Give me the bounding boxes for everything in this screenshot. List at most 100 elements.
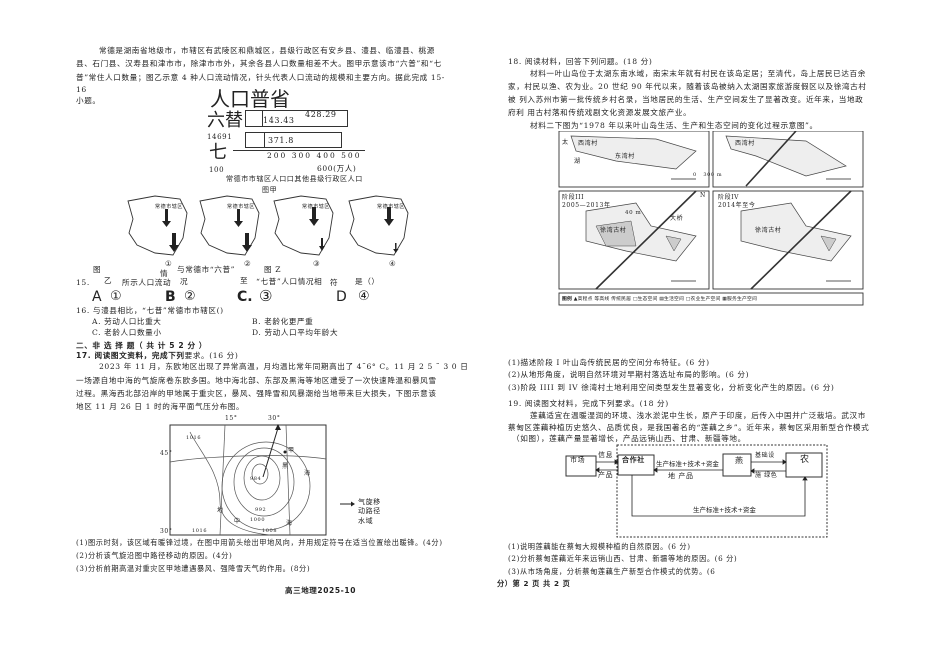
lake-label: 湖 (574, 158, 581, 165)
caption-part: 情 (160, 269, 169, 278)
village-label: 徐湾古村 (600, 227, 627, 234)
base-box: 燕 (735, 456, 744, 465)
q16-option-b[interactable]: B. 老龄化更严重 (252, 317, 314, 326)
bar-urban-7 (245, 132, 265, 148)
map-marker: ② (244, 259, 252, 268)
map-legend: 图例 ▲高程点 等高线 传统民居 □生态空间 ▤生活空间 □农业生产空间 ▦服务… (562, 296, 757, 302)
q18-text: 府利 用古村落和传统戏剧文化资源发展文旅产业。 (508, 108, 692, 117)
chart-legend: 常德市市辖区人口口其他县级行政区人口 (226, 175, 363, 183)
q19-text: 莲藕适宜在温暖湿润的环境、浅水淤泥中生长，原产于印度，后传入中国并广泛栽培。武汉… (530, 411, 866, 420)
map-label: 常德市辖区 (155, 204, 184, 210)
stage-years: 2005—2013年 (562, 202, 611, 209)
q18-text: 家，村民以渔、农为业。20 世纪 90 年代以来，随着该岛被纳入太湖国家旅游度假… (508, 82, 867, 91)
q15-text: “七普”人口情况相 (256, 277, 323, 286)
north-arrow-icon: N (700, 192, 706, 199)
arrow-label: 施 绿色 (755, 472, 778, 479)
place-label: 甲 (288, 447, 295, 454)
q17-question-1: (1)图示时刻，该区域有暖锋过境，在图中用箭头绘出甲地风向，并用规定符号在适当位… (76, 538, 443, 547)
caption-part: 乙 (104, 276, 113, 285)
caption-part: 图 Z (264, 265, 282, 274)
bridge-label: 大桥 (670, 215, 684, 222)
stage-years: 2014年至今 (718, 202, 756, 209)
village-label: 西湾村 (578, 140, 598, 147)
q19-question-2: (2)分析蔡甸莲藕近年来远销山西、甘肃、新疆等地的原因。(6 分) (508, 554, 738, 563)
q15-text: 所示人口流动 (122, 278, 172, 287)
bar-other-6 (262, 110, 348, 127)
lon-label: 30° (268, 415, 281, 422)
q19-question-3: (3)从市场角度，分析蔡甸莲藕生产新型合作模式的优势。(6 (508, 567, 716, 576)
place-label: 中 (234, 518, 241, 525)
place-label: 地 (217, 507, 224, 514)
village-label: 西湾村 (735, 140, 755, 147)
q18-question-1: (1)描述阶段 I 叶山岛传统民居的空间分布特征。(6 分) (508, 358, 710, 367)
q17-stem: 17. 阅读图文资料，完成下列 (76, 351, 185, 360)
footer: 高三地理2025-10 (285, 586, 357, 595)
legend-label: 动路径 (358, 507, 381, 515)
caption-part: 图 (93, 265, 102, 274)
value-label: 371.8 (268, 136, 294, 145)
section-heading: 二、非 选 择 题（ 共 计 5 2 分 ） (76, 341, 208, 350)
q19-question-1: (1)说明莲藕能在蔡甸大规模种植的自然原因。(6 分) (508, 542, 691, 551)
yeshan-island-land-use-maps (558, 131, 864, 306)
q16-option-a[interactable]: A. 劳动人口比重大 (92, 317, 162, 326)
map-label: 常德市辖区 (377, 204, 406, 210)
q17-question-2: (2)分析该气旋沿图中路径移动的原因。(4分) (76, 551, 233, 560)
legend-label: 气旋移 (358, 498, 381, 506)
lat-label: 30° (160, 528, 173, 535)
isobar-label: 1000 (250, 517, 266, 523)
axis-start: 100 (209, 166, 225, 174)
caption-part: 至 (240, 276, 249, 285)
figure-yi-migration-maps (127, 195, 409, 256)
elevation-label: 40 m (625, 210, 642, 216)
q17-text: 过程。黑海西北部沿岸的甲地属于重灾区，暴风、强降雪和风暴潮给当地带来巨大损失，下… (76, 389, 437, 398)
value-label: 143.43 (263, 116, 295, 125)
intro-line: 常德是湖南省地级市，市辖区有武陵区和鼎城区，县级行政区有安乡县、澧县、临澧县、桃… (99, 46, 435, 55)
tick-labels: 200 300 400 500 (267, 151, 362, 160)
q16-option-d[interactable]: D. 劳动人口平均年龄大 (252, 328, 339, 337)
q17-text: 一场源自地中海的气旋席卷东欧多国。地中海北部、东部及黑海等地区遭受了一次快速降温… (76, 376, 437, 385)
scale-label: 0 300 m (693, 172, 723, 178)
figure-caption: 图甲 (262, 186, 278, 194)
intro-line: 16 (76, 85, 87, 94)
place-label: 海 (286, 520, 293, 527)
lat-label: 45° (160, 450, 173, 457)
value-label: 428.29 (305, 110, 337, 119)
q18-text: 材料一叶山岛位于太湖东南水域，南宋末年就有村民在该岛定居；至清代，岛上居民已达百… (530, 69, 866, 78)
isobar-label: 1016 (192, 528, 208, 534)
info-label: 信息 (598, 451, 614, 459)
row-label: 六替 (207, 110, 243, 131)
map-marker: ① (165, 259, 173, 268)
intro-line: 普”常住人口数量；图乙示意 4 种人口流动情况，针头代表人口流动的规模和主要方向… (76, 73, 445, 82)
q18-stem: 18. 阅读材料，回答下列问题。(18 分) (508, 57, 653, 66)
figure-jia-population-chart: 人口普省 六替 143.43 428.29 14691 371.8 七 200 … (205, 88, 445, 193)
intro-line: 小题。 (76, 96, 101, 105)
map-marker: ④ (389, 259, 397, 268)
intro-line: 县、石门县、汉寿县和津市市，除津市市外，其余各县人口数量相差不大。图甲示意该市“… (76, 59, 442, 68)
arrow-label: 生产标准+技术+资金 (656, 460, 719, 468)
chart-title: 人口普省 (210, 87, 290, 111)
q15-text: 是（） (355, 277, 380, 286)
q15-text: 符 (330, 278, 339, 287)
sea-level-pressure-map (169, 424, 355, 536)
isobar-label: 992 (255, 507, 267, 513)
place-label: 黑 (282, 463, 289, 470)
market-box: 市场 (570, 456, 586, 464)
q19-stem: 19. 阅读图文材料，完成下列要求。(18 分) (508, 399, 669, 408)
lon-label: 15° (225, 415, 238, 422)
q16-option-c[interactable]: C. 老龄人口数量小 (92, 328, 162, 337)
arrow-label: 基础设 (755, 452, 775, 459)
q19-text: 蔡甸区莲藕种植历史悠久、品质优良，是我国著名的“莲藕之乡”。近年来，蔡甸区采用新… (508, 423, 870, 432)
cooperative-box: 合作社 (622, 455, 645, 464)
lake-label: 太 (562, 139, 569, 146)
isobar-label: 1008 (262, 528, 278, 534)
q19-text: （如图），莲藕产量显著增长，产品远销山西、甘肃、新疆等地。 (512, 434, 746, 443)
q17-stem-rest: 要求。(16 分) (184, 351, 239, 360)
map-label: 常德市辖区 (302, 204, 331, 210)
stage-label: 阶段IV (718, 194, 740, 201)
q17-text: 地区 11 月 26 日 1 时的海平面气压分布图。 (76, 402, 245, 411)
value-label: 14691 (207, 133, 233, 141)
page-number: 分）第 2 页 共 2 页 (497, 579, 571, 588)
q16-stem: 16. 与澧县相比，“七普”常德市市辖区() (76, 306, 224, 315)
x-axis (233, 150, 365, 151)
q18-question-3: (3)阶段 IIII 到 IV 徐湾村土地利用空间类型发生显著变化，分析变化产生… (508, 383, 835, 392)
